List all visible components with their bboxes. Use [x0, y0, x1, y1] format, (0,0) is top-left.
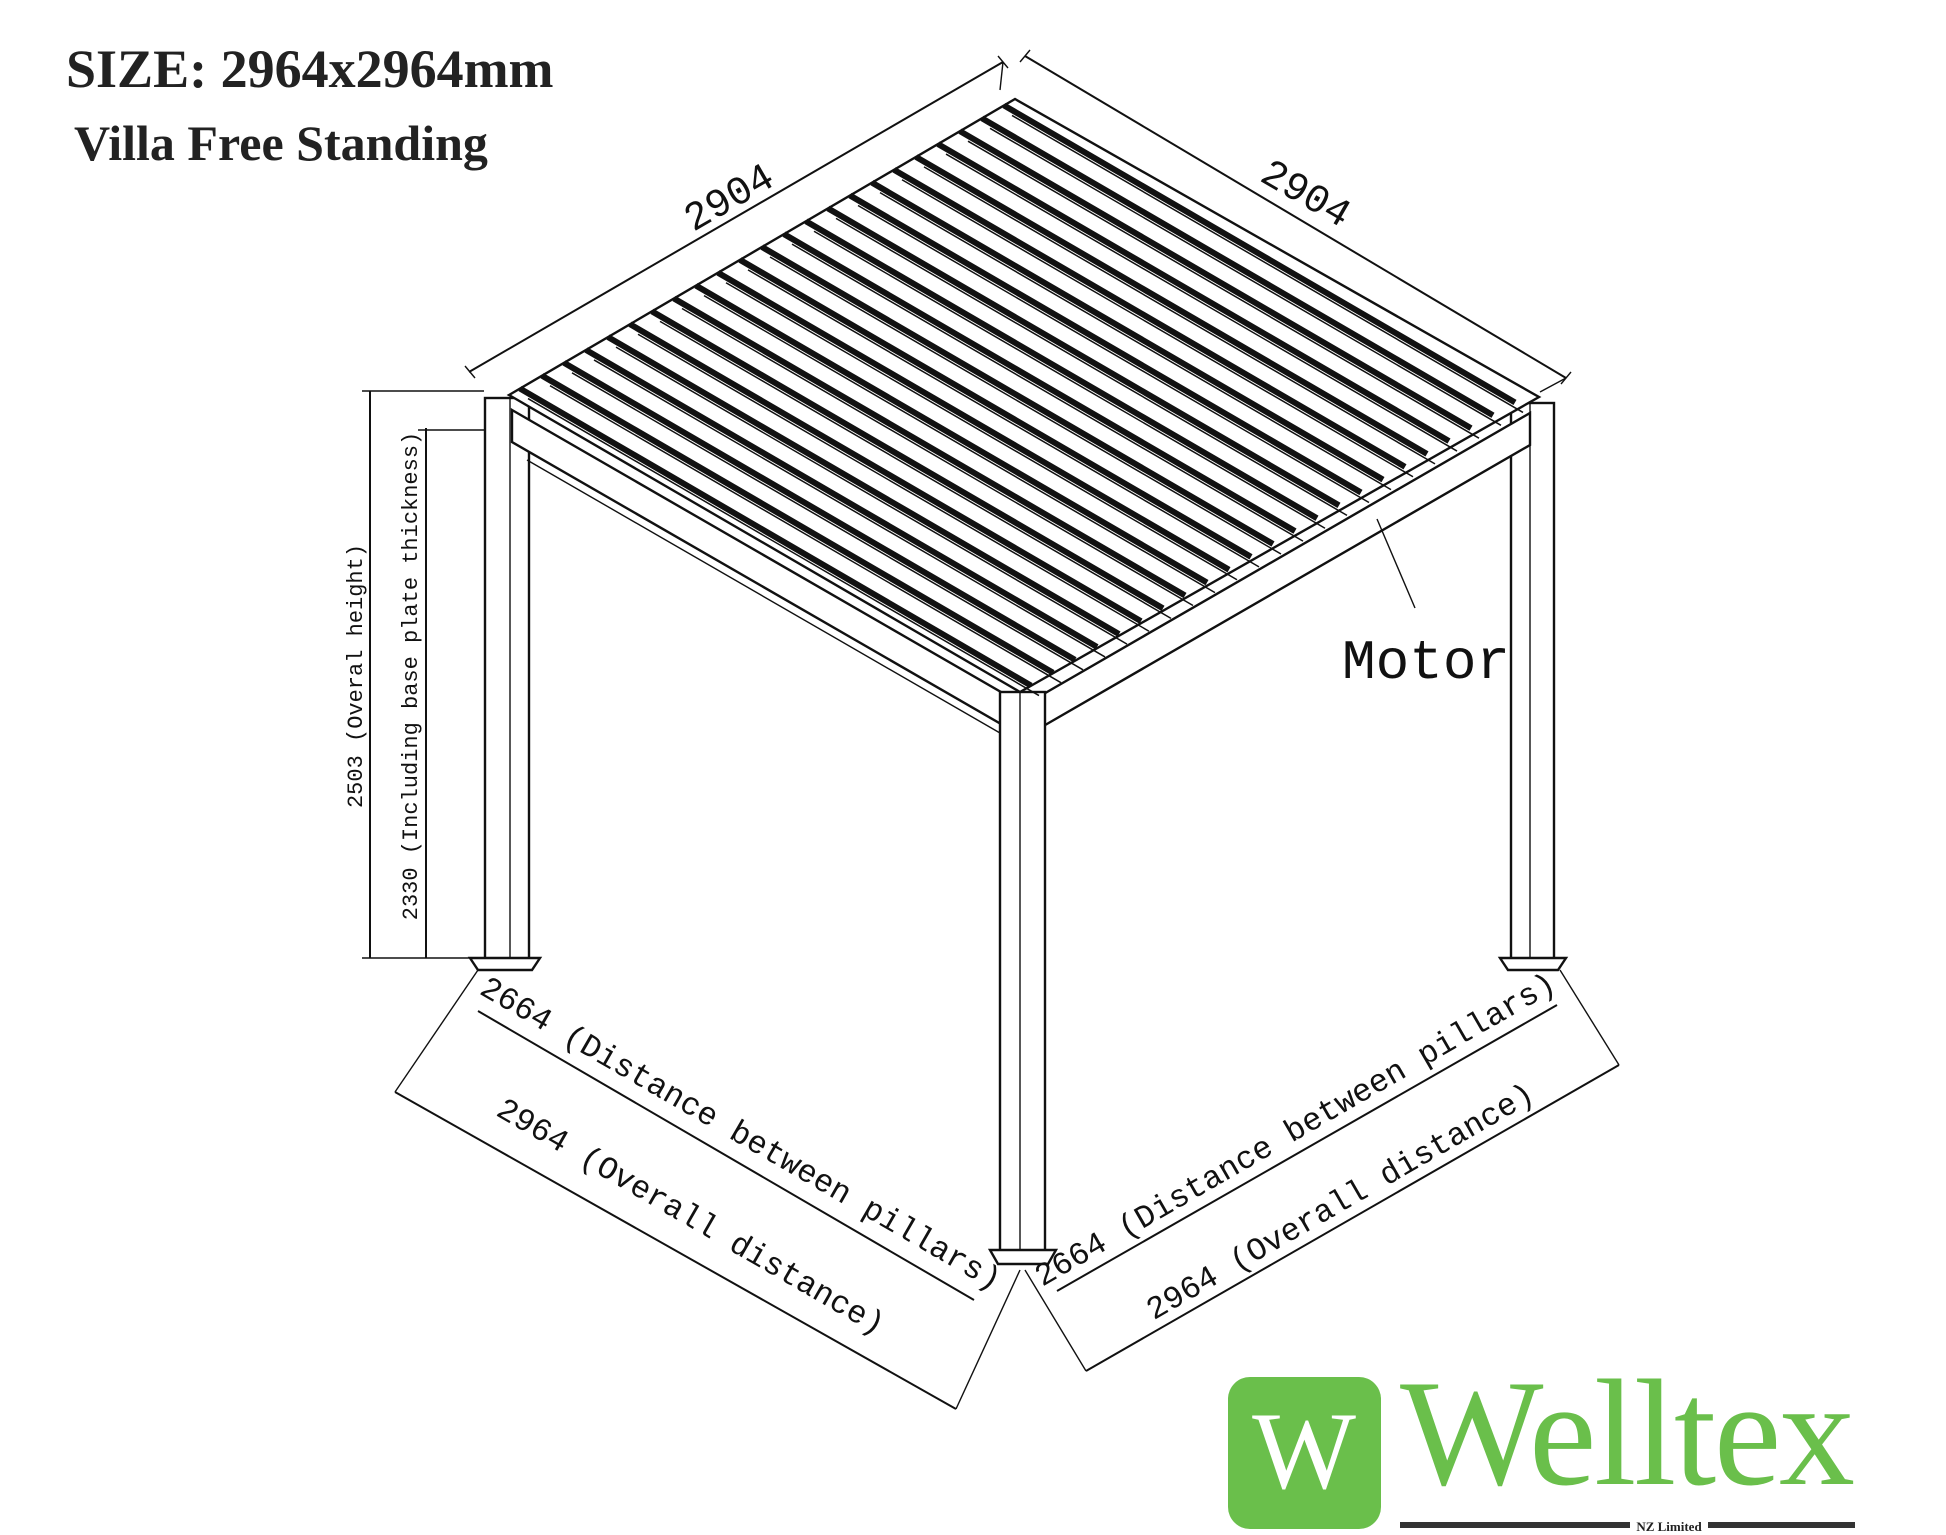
roof-slat [804, 218, 1319, 521]
logo-brand-name: Welltex [1400, 1349, 1855, 1517]
roof-slat-edge [593, 359, 1106, 658]
top-right-width-label: 2904 [1252, 152, 1358, 239]
logo-subtitle: NZ Limited [1636, 1519, 1702, 1534]
louvered-roof [506, 97, 1542, 697]
roof-slat [914, 154, 1429, 457]
roof-slat-edge [747, 269, 1260, 568]
roof-slat-edge [527, 397, 1040, 697]
roof-slat-edge [571, 372, 1084, 671]
size-title: SIZE: 2964x2964mm [66, 39, 554, 99]
roof-slat [980, 115, 1495, 418]
roof-slat-edge [967, 140, 1480, 439]
overall-height-label: 2503 (Overal height) [344, 544, 369, 808]
roof-slat-edge [637, 333, 1150, 632]
roof-slat [716, 270, 1231, 573]
roof-slat-edge [725, 282, 1238, 581]
model-title: Villa Free Standing [74, 115, 488, 171]
left-overall-distance-label: 2964 (Overall distance) [490, 1091, 891, 1344]
welltex-logo: W Welltex NZ Limited [1228, 1349, 1855, 1534]
roof-slat [760, 244, 1275, 547]
roof-slat [650, 308, 1165, 611]
roof-slat [892, 167, 1407, 470]
roof-slat [782, 231, 1297, 534]
logo-mark-box [1228, 1377, 1381, 1529]
roof-slat-edge [681, 307, 1194, 607]
roof-slat-edge [791, 243, 1304, 542]
base-height-label: 2330 (Including base plate thickness) [399, 432, 424, 920]
roof-slat-edge [857, 204, 1370, 504]
roof-slat-edge [813, 230, 1326, 529]
top-left-width-label: 2904 [677, 156, 783, 243]
roof-slat-edge [769, 256, 1282, 555]
roof-slat [628, 321, 1143, 624]
roof-slat [848, 192, 1363, 496]
roof-slat-edge [549, 385, 1062, 684]
roof-slat [826, 205, 1341, 508]
motor-label: Motor [1342, 631, 1510, 695]
roof-slat [936, 141, 1451, 444]
roof-slat [606, 334, 1121, 637]
roof-slat-edge [989, 127, 1502, 426]
roof-slat [518, 385, 1033, 689]
roof-slat [584, 347, 1099, 650]
roof-slat [562, 360, 1077, 663]
roof-slat-edge [923, 166, 1436, 465]
roof-slat [694, 283, 1209, 586]
roof-slat [738, 257, 1253, 560]
dimension-lines [362, 49, 1620, 1410]
front-pillar [987, 690, 1059, 1266]
roof-slat [870, 180, 1385, 483]
roof-slat-edge [703, 294, 1216, 594]
roof-slat-edge [659, 320, 1172, 619]
roof-slat-edge [879, 192, 1392, 491]
roof-slat-edge [1011, 114, 1524, 414]
roof-slat-edge [835, 217, 1348, 517]
back-right-pillar [1497, 401, 1569, 972]
roof-slat-edge [615, 346, 1128, 645]
roof-slat [1002, 102, 1517, 406]
back-left-pillar [467, 396, 543, 972]
roof-slat [958, 128, 1473, 431]
logo-mark-letter: W [1252, 1390, 1356, 1512]
roof-slat-edge [945, 153, 1458, 452]
roof-slat [672, 295, 1187, 599]
roof-slat [540, 373, 1055, 676]
roof-slat-edge [901, 179, 1414, 478]
